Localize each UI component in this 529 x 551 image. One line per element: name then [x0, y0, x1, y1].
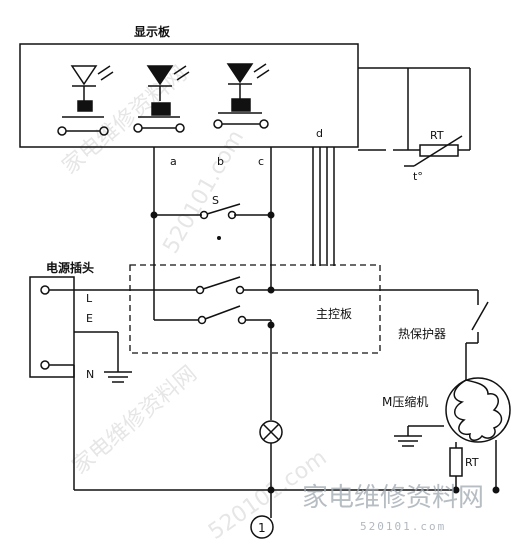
lamp-symbol [259, 420, 283, 518]
watermark-url: 520101.com [360, 520, 446, 533]
junction-dot-s-left [150, 211, 158, 219]
led-icon-3 [226, 63, 254, 84]
main-board-relays [74, 276, 478, 420]
plug-pin-l [40, 285, 50, 295]
power-plug-box [29, 276, 75, 378]
tap-label-b: b [217, 155, 224, 168]
rt-thermistor-top [404, 135, 463, 167]
tap-label-c: c [258, 155, 264, 168]
circle-one-symbol [250, 515, 274, 539]
push-button-body-2 [151, 102, 171, 116]
compressor-label: M压缩机 [382, 394, 428, 409]
junction-dot-lamp-bottom [267, 486, 275, 494]
switch-s-label: S [212, 194, 219, 207]
junction-dot-relay-top [267, 286, 275, 294]
rt-top-label: RT [430, 129, 444, 142]
watermark-layer: 家电维修资料网 520101.com 家电维修资料网 520101.com [58, 61, 332, 544]
earth-wiring [49, 289, 457, 491]
ground-symbol-plug [104, 371, 132, 383]
main-board-label: 主控板 [316, 307, 352, 321]
junction-dot-s-right [267, 211, 275, 219]
display-board-label: 显示板 [134, 24, 171, 39]
plug-pin-n [40, 360, 50, 370]
led-button-group-2 [133, 65, 190, 133]
power-plug-label: 电源插头 [46, 260, 94, 275]
compressor-ground [394, 425, 444, 447]
tap-label-a: a [170, 155, 177, 168]
led-button-group-1 [57, 65, 114, 136]
plug-e-label: E [86, 312, 93, 325]
compressor-symbol [445, 377, 511, 490]
display-board-box [19, 43, 359, 148]
circle-one-label: 1 [258, 521, 266, 535]
wiring [153, 67, 471, 320]
thermal-protector [465, 290, 489, 380]
junction-dot-ptc-left [452, 486, 460, 494]
t-degree-label: t° [413, 170, 423, 183]
watermark-logo: 家电维修资料网 [302, 483, 484, 513]
plug-l-label: L [86, 292, 93, 305]
rt-bottom-label: RT [465, 456, 479, 469]
led-icon-1 [70, 65, 98, 86]
tap-label-d: d [316, 127, 323, 140]
led-button-group-3 [213, 63, 270, 129]
junction-dot-relay-bottom [267, 321, 275, 329]
small-dot [217, 236, 221, 240]
push-button-body-1 [77, 100, 93, 112]
push-button-body-3 [231, 98, 251, 112]
watermark-diagonal-2: 520101.com [159, 126, 250, 258]
led-icon-2 [146, 65, 174, 86]
plug-n-label: N [86, 368, 94, 381]
junction-dot-ptc-right [492, 486, 500, 494]
main-board-box [129, 264, 381, 354]
thermal-protector-label: 热保护器 [398, 327, 446, 341]
switch-s [199, 203, 241, 220]
